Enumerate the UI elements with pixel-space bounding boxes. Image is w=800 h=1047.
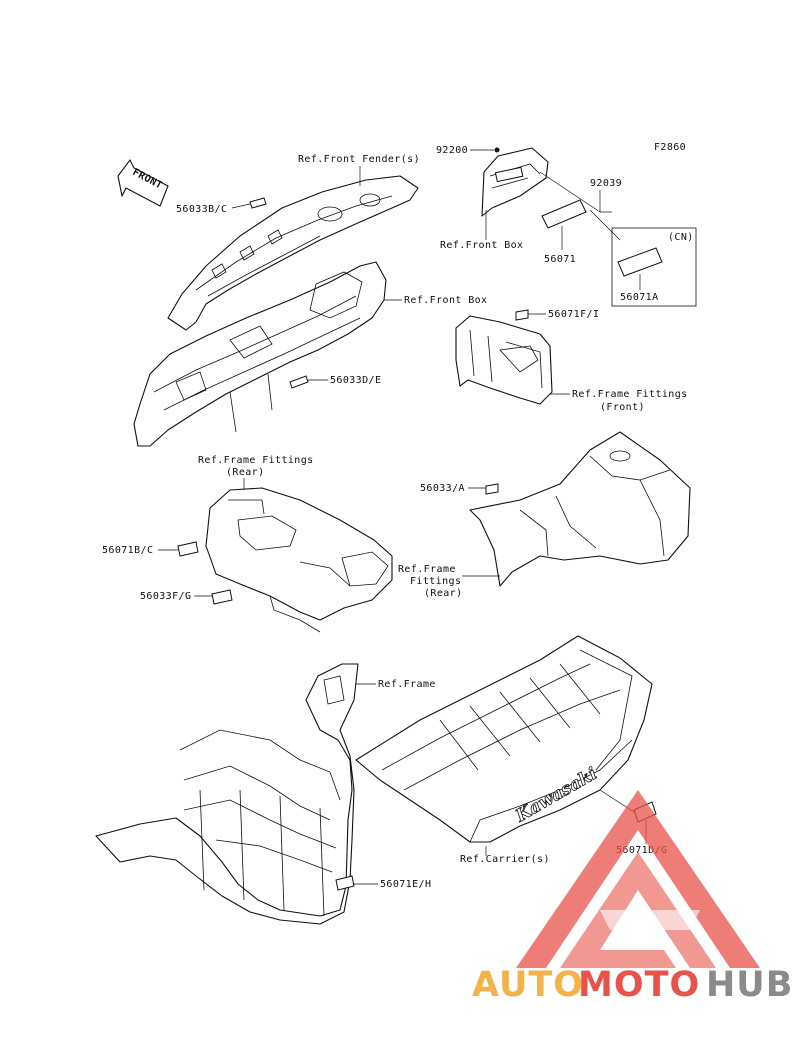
decal-56071bc	[177, 541, 199, 557]
decal-56033bc	[249, 197, 267, 209]
ref-front-fender: Ref.Front Fender(s)	[298, 154, 420, 165]
screw-icon	[494, 147, 500, 153]
carrier-bed: Kawasaki	[355, 635, 653, 843]
ref-frame-fittings-rear-right-1: Ref.Frame	[398, 564, 456, 575]
ref-frame-fittings-rear-top-1: Ref.Frame Fittings	[198, 455, 314, 466]
watermark-auto: AUTO	[472, 965, 584, 1005]
front-box-lid	[481, 147, 549, 217]
cn-tag: (CN)	[668, 232, 694, 243]
watermark-logo-icon	[516, 790, 760, 968]
label-56033a: 56033/A	[420, 483, 465, 494]
label-56071fi: 56071F/I	[548, 309, 599, 320]
dash-structure	[133, 261, 387, 447]
ref-frame-fittings-rear-right-3: (Rear)	[424, 588, 463, 599]
label-92039: 92039	[590, 178, 622, 189]
ref-carrier: Ref.Carrier(s)	[460, 854, 550, 865]
decal-56071	[541, 199, 587, 229]
ref-front-box-1: Ref.Front Box	[440, 240, 523, 251]
rear-frame	[95, 663, 359, 925]
label-56071bc: 56071B/C	[102, 545, 153, 556]
watermark-text: AUTO MOTO HUB	[472, 965, 793, 1005]
frame-fittings-front	[455, 315, 553, 405]
ref-frame-fittings-rear-top-2: (Rear)	[226, 467, 265, 478]
decal-56071a	[617, 247, 663, 277]
decal-56033fg	[211, 589, 233, 605]
front-fender-panel	[167, 175, 419, 331]
front-arrow-icon: FRONT	[117, 159, 169, 207]
ref-frame-fittings-front-2: (Front)	[600, 402, 645, 413]
label-56071: 56071	[544, 254, 576, 265]
diagram-code: F2860	[654, 142, 686, 153]
label-56033bc: 56033B/C	[176, 204, 227, 215]
frame-fittings-rear	[469, 431, 691, 587]
center-console	[205, 487, 393, 633]
label-56071eh: 56071E/H	[380, 879, 431, 890]
ref-front-box-2: Ref.Front Box	[404, 295, 487, 306]
label-56071a: 56071A	[620, 292, 659, 303]
decal-56033de	[289, 375, 309, 389]
watermark-hub: HUB	[706, 965, 793, 1005]
label-56071dg: 56071D/G	[616, 845, 667, 856]
decal-56071eh	[335, 875, 355, 891]
label-56033fg: 56033F/G	[140, 591, 191, 602]
ref-frame: Ref.Frame	[378, 679, 436, 690]
watermark-moto: MOTO	[578, 965, 700, 1005]
ref-frame-fittings-rear-right-2: Fittings	[410, 576, 461, 587]
ref-frame-fittings-front-1: Ref.Frame Fittings	[572, 389, 688, 400]
label-92200: 92200	[436, 145, 468, 156]
cn-variant-box	[611, 227, 697, 307]
decal-56071fi	[515, 309, 529, 321]
label-56033de: 56033D/E	[330, 375, 381, 386]
decal-56033a	[485, 483, 499, 495]
